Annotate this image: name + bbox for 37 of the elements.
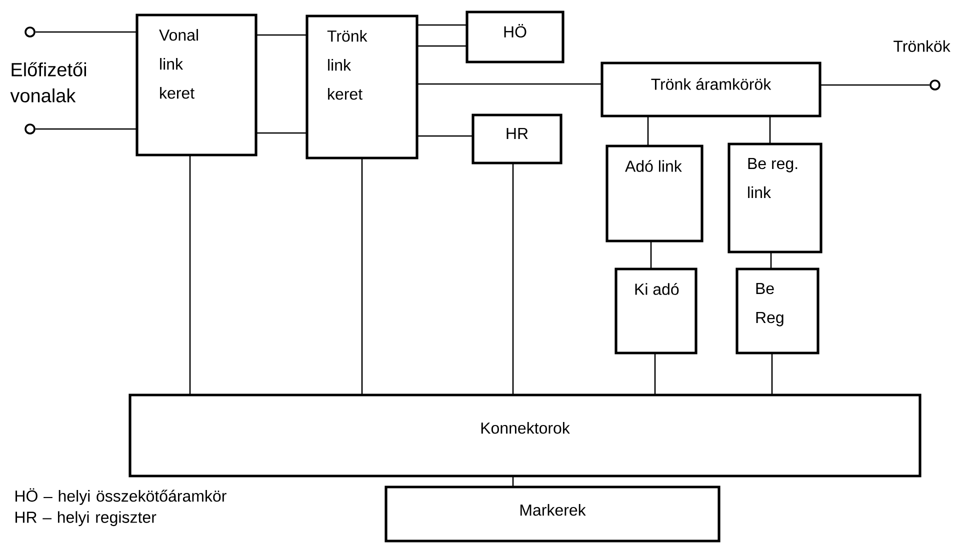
connector-line [256, 34, 307, 36]
terminal-circle [24, 124, 36, 134]
block-box: HR [472, 114, 562, 164]
connector-line [35, 128, 137, 130]
block-box: Be reg. link [728, 142, 822, 254]
connector-line [361, 158, 363, 395]
connector-line [256, 132, 307, 134]
connector-line [770, 252, 772, 269]
block-box: HÖ [466, 10, 564, 64]
connector-line [654, 353, 656, 395]
connector-line [820, 84, 930, 86]
connector-line [417, 24, 467, 26]
connector-line [417, 135, 473, 137]
terminal-circle [930, 80, 940, 90]
block-box: Konnektorok [128, 394, 922, 478]
text-label: Trönkök [894, 40, 950, 52]
block-box: Trönk link keret [306, 14, 418, 160]
text-label: Előfizetői vonalak [10, 62, 86, 102]
connector-line [650, 241, 652, 269]
block-box: Trönk áramkörök [600, 62, 822, 118]
block-box: Ki adó [614, 268, 698, 354]
connector-line [417, 45, 467, 47]
block-box: Adó link [606, 144, 704, 242]
connector-line [512, 163, 514, 395]
connector-line [417, 83, 602, 85]
block-box: Vonal link keret [136, 14, 258, 156]
connector-line [769, 116, 771, 144]
block-box: Be Reg [736, 268, 820, 354]
connector-line [189, 155, 191, 395]
connector-line [35, 31, 137, 33]
text-label: HÖ – helyi összekötőáramkör [16, 488, 226, 505]
block-box: Markerek [384, 486, 720, 542]
connector-line [512, 476, 514, 487]
connector-line [647, 116, 649, 146]
connector-line [771, 353, 773, 395]
terminal-circle [24, 26, 36, 38]
text-label: HR – helyi regiszter [16, 511, 156, 526]
